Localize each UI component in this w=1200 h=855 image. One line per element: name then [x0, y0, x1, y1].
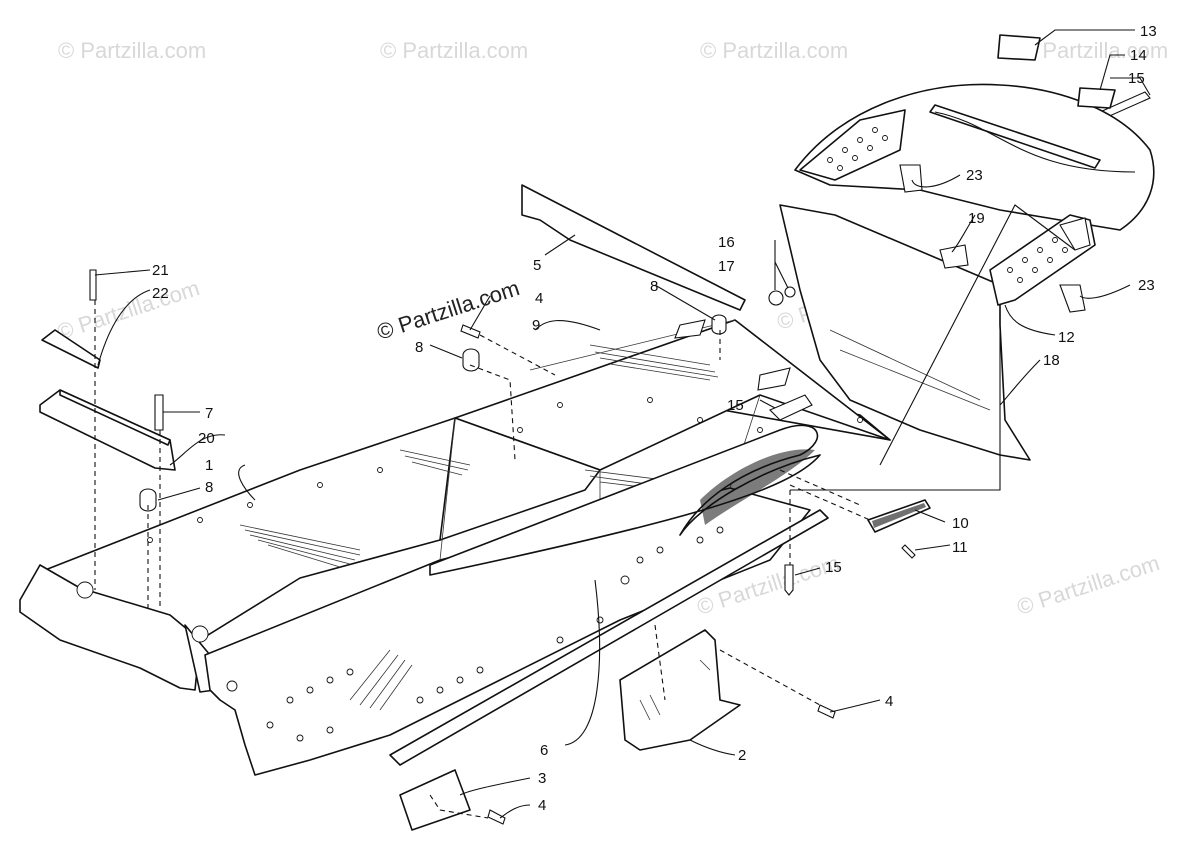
clip-part-23	[1059, 284, 1086, 313]
callout-12: 12	[1058, 329, 1075, 346]
callout-4: 4	[535, 290, 543, 307]
strip-part-5	[521, 184, 746, 311]
nut-part-16	[768, 290, 784, 306]
watermark: © Partzilla.com	[54, 275, 203, 345]
callout-2: 2	[738, 747, 746, 764]
callout-16: 16	[718, 234, 735, 251]
callout-8: 8	[650, 278, 658, 295]
clip-part-19	[939, 244, 969, 269]
callout-5: 5	[533, 257, 541, 274]
screw-part-11	[901, 544, 916, 559]
rear-assembly	[779, 83, 1155, 461]
callout-21: 21	[152, 262, 169, 279]
bracket-part-2	[619, 629, 741, 751]
watermark: © Partzilla.com	[700, 38, 848, 63]
rear-panel-part-18	[779, 204, 1031, 461]
callout-10: 10	[952, 515, 969, 532]
rivet-part-4	[460, 324, 481, 339]
grommet	[757, 367, 791, 391]
callout-14: 14	[1130, 47, 1147, 64]
callout-23: 23	[1138, 277, 1155, 294]
callout-11: 11	[952, 539, 968, 556]
callout-17: 17	[718, 258, 735, 275]
latch	[1059, 217, 1091, 251]
callout-15: 15	[825, 559, 842, 576]
screw-part-21	[89, 269, 97, 301]
callout-18: 18	[1043, 352, 1060, 369]
plug-part-8	[139, 488, 157, 512]
watermark: © Partzilla.com	[58, 38, 206, 63]
callout-1: 1	[205, 457, 213, 474]
plate-part-3	[399, 769, 471, 831]
watermark: © Partzilla.com	[1020, 38, 1168, 63]
bracket-part-20	[39, 389, 176, 471]
plug-part-8	[462, 348, 480, 372]
callout-6: 6	[540, 742, 548, 759]
rivet-part-4	[817, 704, 836, 719]
surface-shading	[239, 344, 719, 711]
rivet-holes	[76, 397, 863, 742]
bolt-part-15	[784, 564, 794, 596]
watermark: © Partzilla.com	[1014, 550, 1163, 620]
brand-label: © Partzilla.com	[374, 275, 523, 345]
decal-part-14	[1077, 87, 1116, 109]
callout-8: 8	[415, 339, 423, 356]
decal-part-13	[997, 34, 1041, 61]
bolt-part-15	[769, 394, 813, 421]
callout-23: 23	[966, 167, 983, 184]
callout-4: 4	[885, 693, 893, 710]
washer-part-17	[784, 286, 796, 298]
callout-15: 15	[727, 397, 744, 414]
callout-9: 9	[532, 317, 540, 334]
callout-3: 3	[538, 770, 546, 787]
screw-part-7	[154, 394, 164, 431]
callout-7: 7	[205, 405, 213, 422]
callout-8: 8	[205, 479, 213, 496]
tunnel-part-1	[19, 319, 891, 776]
callout-numbers: 1 2 3 4 4 4 5 6 7 8 8 8 9 10 11 12 13 14…	[152, 23, 1157, 814]
fasteners	[89, 91, 1151, 825]
plug-part-8	[711, 314, 727, 335]
watermark: © Partzilla.com	[380, 38, 528, 63]
callout-15: 15	[1128, 70, 1145, 87]
callout-13: 13	[1140, 23, 1157, 40]
callout-4: 4	[538, 797, 546, 814]
grommet	[674, 319, 706, 339]
callout-20: 20	[198, 430, 215, 447]
rivet-part-4	[487, 809, 506, 825]
callout-19: 19	[968, 210, 985, 227]
callout-22: 22	[152, 285, 169, 302]
leader-lines	[94, 29, 1151, 819]
